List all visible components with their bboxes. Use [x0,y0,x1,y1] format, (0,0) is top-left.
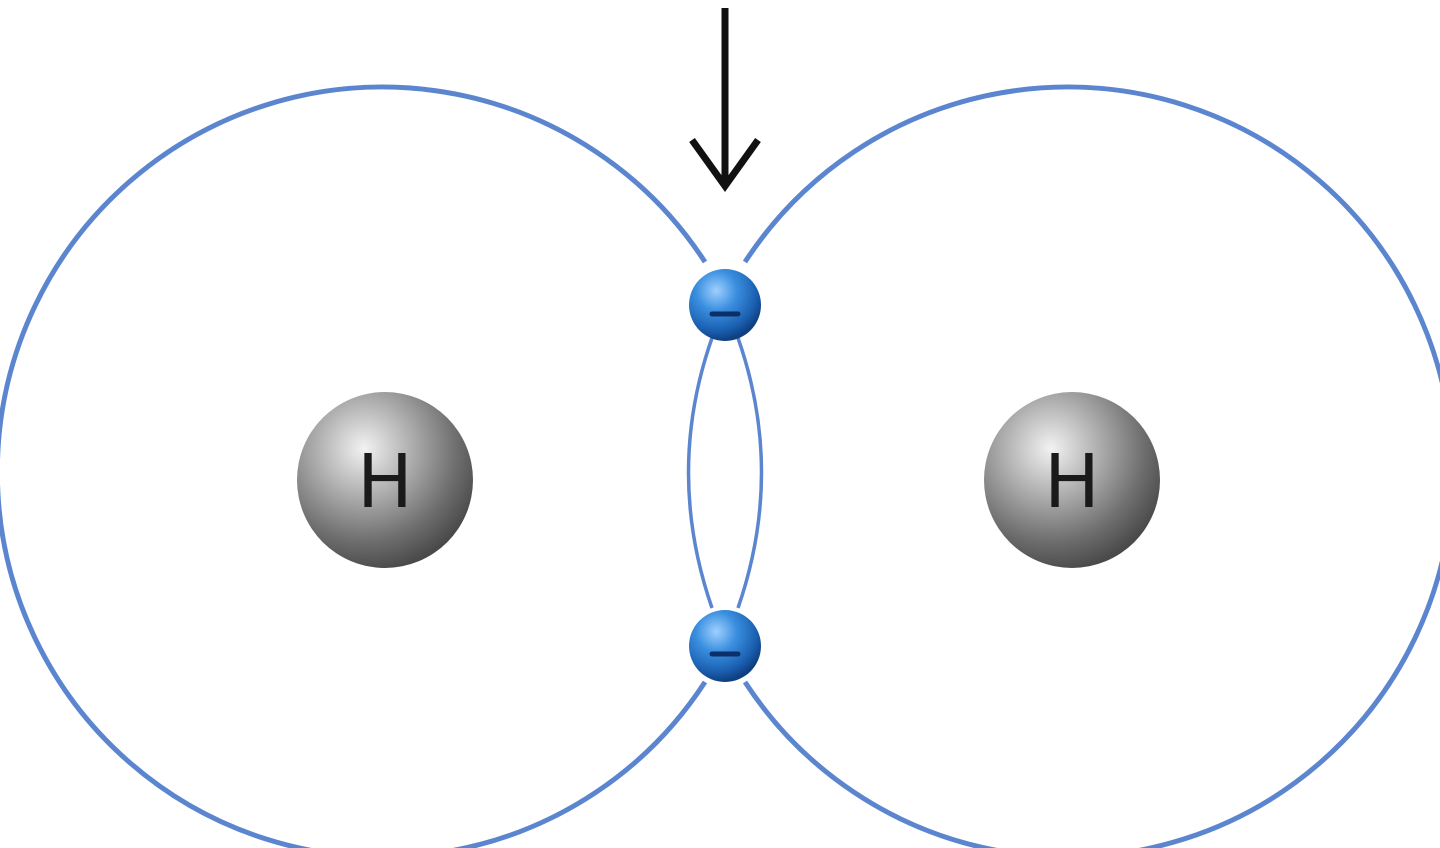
left-electron-shell [0,84,708,848]
shared-electron-top [689,269,761,341]
shared-bond-region [686,337,764,609]
hydrogen-nucleus-sphere-icon [984,392,1160,568]
down-arrow-icon [689,8,761,193]
right-atom-symbol: H [1044,439,1100,525]
left-atom-symbol: H [357,439,413,525]
shared-electron-bottom [689,610,761,682]
hydrogen-nucleus-sphere-icon [297,392,473,568]
right-hydrogen-nucleus: H [984,392,1160,568]
right-electron-shell [742,84,1440,848]
left-hydrogen-nucleus: H [297,392,473,568]
